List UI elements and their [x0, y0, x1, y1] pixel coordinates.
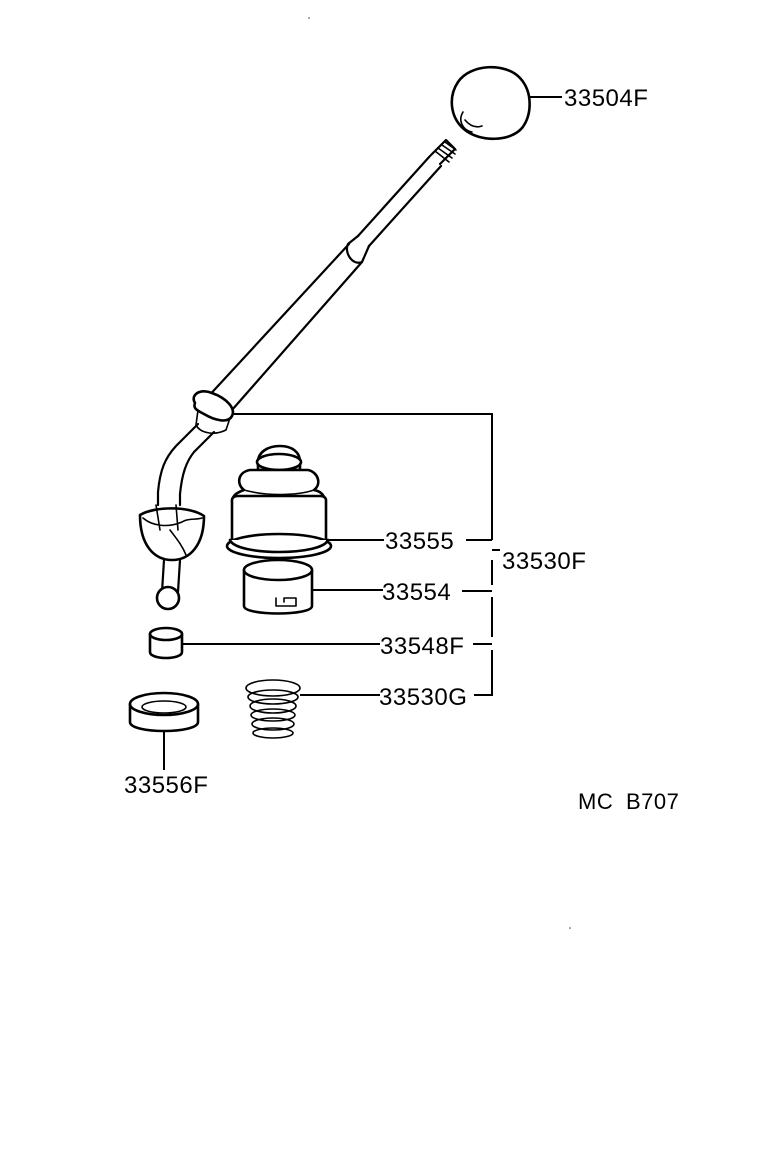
bushing — [148, 626, 184, 660]
lever-ball-socket — [138, 504, 206, 611]
part-label-33530f: 33530F — [502, 548, 586, 575]
part-label-33556f: 33556F — [124, 772, 208, 799]
seat-ring — [128, 691, 200, 733]
leader-lines — [163, 96, 562, 770]
spring — [245, 679, 301, 739]
shift-lever-rod — [156, 138, 457, 507]
shift-lever-boot — [225, 444, 333, 560]
part-label-33554: 33554 — [382, 579, 451, 606]
boot-retainer — [242, 558, 314, 615]
illustration-code-number: B707 — [626, 789, 679, 814]
shift-knob — [450, 65, 531, 141]
part-label-33555: 33555 — [385, 528, 454, 555]
part-label-33530g: 33530G — [379, 684, 467, 711]
illustration-code-prefix: MC — [578, 789, 613, 814]
part-label-33548f: 33548F — [380, 633, 464, 660]
part-label-33504f: 33504F — [564, 85, 648, 112]
